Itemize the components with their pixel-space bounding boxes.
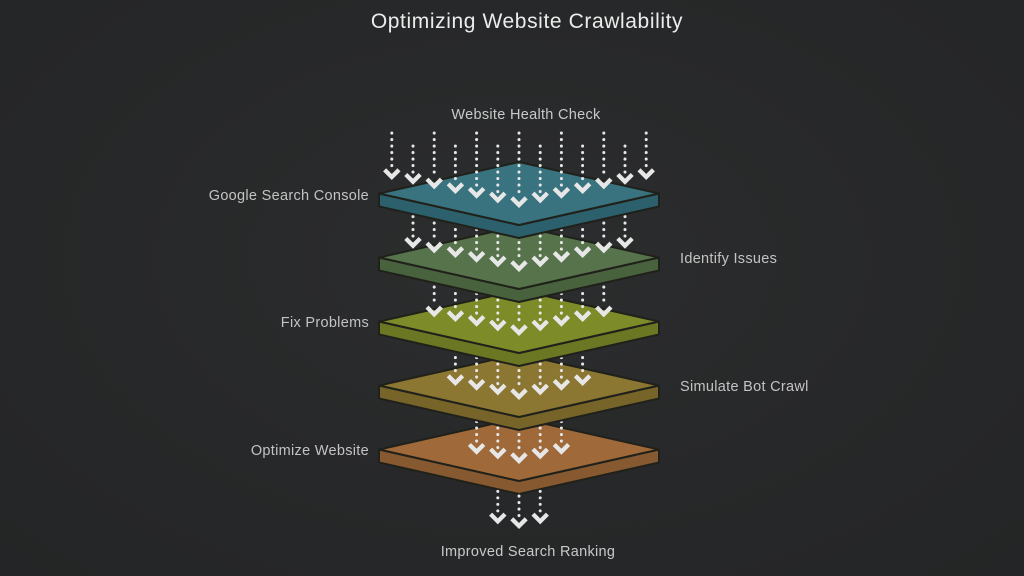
- layer-top-face: [378, 225, 660, 290]
- layer-top-face: [378, 289, 660, 354]
- layer-label-identify-issues: Identify Issues: [680, 251, 778, 267]
- down-arrow-icon: [425, 305, 443, 318]
- flow-input-label: Website Health Check: [451, 107, 601, 123]
- layer-plate-2: [378, 289, 660, 367]
- down-arrow-icon: [552, 314, 571, 327]
- layer-plate-1: [378, 225, 660, 303]
- down-arrow-icon: [510, 452, 528, 465]
- down-arrow-icon: [446, 246, 465, 259]
- down-arrow-icon: [467, 314, 486, 327]
- arrow-row-5: [489, 489, 549, 530]
- layer-label-fix-problems: Fix Problems: [280, 315, 369, 331]
- down-arrow-icon: [446, 374, 465, 387]
- down-arrow-icon: [489, 255, 507, 268]
- down-arrow-icon: [510, 196, 528, 209]
- down-arrow-icon: [510, 517, 528, 530]
- down-arrow-icon: [573, 310, 592, 323]
- down-arrow-icon: [489, 191, 507, 204]
- down-arrow-icon: [595, 305, 613, 318]
- down-arrow-icon: [552, 186, 571, 199]
- flow-output-label: Improved Search Ranking: [440, 544, 616, 560]
- arrow-row-0: [383, 131, 655, 209]
- down-arrow-icon: [531, 255, 549, 268]
- down-arrow-icon: [489, 383, 507, 396]
- down-arrow-icon: [467, 442, 486, 455]
- down-arrow-icon: [510, 260, 528, 273]
- down-arrow-icon: [446, 310, 465, 323]
- down-arrow-icon: [573, 246, 592, 259]
- down-arrow-icon: [595, 177, 613, 190]
- layer-plate-0: [378, 161, 660, 239]
- layer-label-google-search-console: Google Search Console: [208, 188, 369, 204]
- layer-label-optimize-website: Optimize Website: [250, 443, 369, 459]
- down-arrow-icon: [531, 191, 549, 204]
- down-arrow-icon: [531, 319, 549, 332]
- layer-top-face: [378, 417, 660, 482]
- down-arrow-icon: [489, 447, 507, 460]
- down-arrow-icon: [489, 512, 507, 525]
- down-arrow-icon: [446, 182, 465, 195]
- down-arrow-icon: [425, 177, 443, 190]
- down-arrow-icon: [616, 172, 634, 185]
- down-arrow-icon: [531, 383, 549, 396]
- down-arrow-icon: [552, 378, 571, 391]
- down-arrow-icon: [637, 168, 655, 181]
- down-arrow-icon: [489, 319, 507, 332]
- down-arrow-icon: [573, 182, 592, 195]
- down-arrow-icon: [404, 236, 422, 249]
- down-arrow-icon: [595, 241, 613, 254]
- down-arrow-icon: [467, 250, 486, 263]
- page-title: Optimizing Website Crawlability: [370, 10, 684, 33]
- down-arrow-icon: [467, 186, 486, 199]
- layer-label-simulate-bot-crawl: Simulate Bot Crawl: [680, 379, 809, 395]
- layer-top-face: [378, 161, 660, 226]
- down-arrow-icon: [510, 388, 528, 401]
- down-arrow-icon: [552, 442, 571, 455]
- down-arrow-icon: [573, 374, 592, 387]
- down-arrow-icon: [616, 236, 634, 249]
- down-arrow-icon: [510, 324, 528, 337]
- down-arrow-icon: [404, 172, 422, 185]
- down-arrow-icon: [467, 378, 486, 391]
- layer-plate-3: [378, 353, 660, 431]
- down-arrow-icon: [425, 241, 443, 254]
- layer-plate-4: [378, 417, 660, 495]
- layer-top-face: [378, 353, 660, 418]
- down-arrow-icon: [531, 447, 549, 460]
- down-arrow-icon: [552, 250, 571, 263]
- down-arrow-icon: [531, 512, 549, 525]
- down-arrow-icon: [383, 168, 401, 181]
